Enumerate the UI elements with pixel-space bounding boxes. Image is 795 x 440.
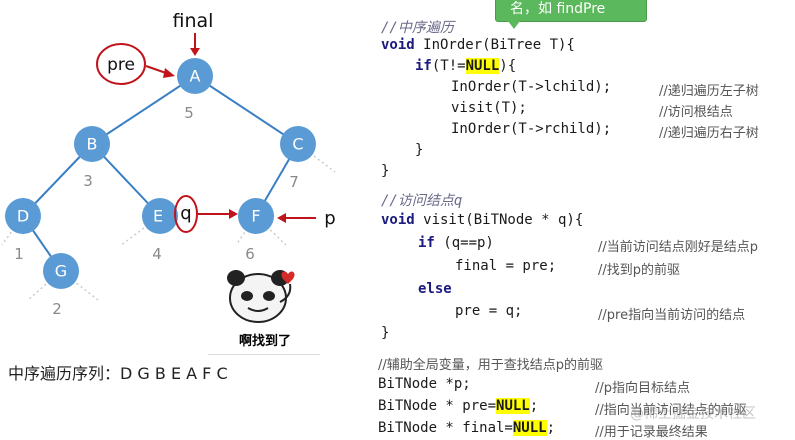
- meme-caption: 啊找到了: [238, 334, 291, 349]
- code-line-pre-assign: pre = q;: [455, 303, 523, 319]
- code-comment: //递归遍历左子树: [659, 84, 759, 99]
- final-arrow: [190, 33, 200, 56]
- code-keyword: void: [381, 212, 415, 228]
- code-text: (T!=: [431, 58, 466, 74]
- pre-annotation: pre: [96, 43, 175, 85]
- inorder-number: 3: [83, 172, 93, 190]
- code-comment: //递归遍历右子树: [659, 126, 759, 141]
- code-keyword-else: else: [418, 281, 452, 297]
- code-line-visit-call: visit(T);: [451, 100, 527, 116]
- code-brace: }: [381, 325, 390, 341]
- inorder-number: 6: [245, 245, 255, 263]
- binary-tree-diagram: A 5 B 3 C 7 D 1 E 4 F 6 G 2 final pre: [1, 10, 336, 318]
- edge-A-C: [194, 75, 299, 145]
- code-brace: }: [415, 142, 424, 158]
- inorder-number: 5: [184, 104, 194, 122]
- pre-label: pre: [107, 55, 135, 75]
- code-keyword: void: [381, 37, 415, 53]
- node-label: F: [251, 207, 260, 226]
- code-text: ;: [546, 420, 556, 436]
- tree-node-G: G 2: [43, 253, 79, 318]
- code-comment: //用于记录最终结果: [595, 425, 708, 440]
- callout-tooltip: 名，如 findPre: [495, 0, 647, 22]
- node-label: E: [153, 207, 163, 226]
- code-line-inorder-signature: void InOrder(BiTree T){: [381, 37, 575, 53]
- code-comment: //访问根结点: [659, 105, 733, 120]
- inorder-number: 1: [14, 245, 24, 263]
- inorder-number: 7: [289, 173, 299, 191]
- inorder-number: 4: [152, 245, 162, 263]
- edge-A-B: [91, 75, 196, 145]
- code-line-global-pre: BiTNode * pre=NULL;: [378, 398, 538, 414]
- watermark: @稀土掘金技术社区: [630, 406, 756, 422]
- tree-node-E: E 4: [142, 198, 178, 263]
- node-label: A: [190, 67, 201, 86]
- code-text: ;: [529, 398, 539, 414]
- inorder-sequence-text: 中序遍历序列：D G B E A F C: [8, 364, 228, 383]
- code-comment: //指向当前访问结点的前驱: [595, 403, 747, 418]
- code-line-global-p: BiTNode *p;: [378, 376, 471, 392]
- null-highlight: NULL: [496, 398, 530, 414]
- code-keyword: if: [415, 58, 432, 74]
- divider: [208, 354, 320, 355]
- code-brace: }: [381, 163, 390, 179]
- final-label: final: [173, 10, 214, 32]
- code-keyword: if: [418, 235, 435, 251]
- code-text: InOrder(BiTree T){: [414, 37, 575, 53]
- code-comment: //找到p的前驱: [598, 263, 681, 278]
- code-line-visit-signature: void visit(BiTNode * q){: [381, 212, 583, 228]
- code-text: ){: [499, 58, 517, 74]
- code-line-final-assign: final = pre;: [455, 258, 557, 274]
- callout-tail: [508, 21, 520, 29]
- code-line-right-call: InOrder(T->rchild);: [451, 121, 612, 137]
- code-text: BiTNode * final=: [378, 420, 513, 436]
- inorder-number: 2: [52, 300, 62, 318]
- code-comment: //中序遍历: [381, 20, 454, 36]
- node-label: B: [87, 135, 98, 154]
- p-annotation: p: [277, 208, 336, 229]
- code-line-left-call: InOrder(T->lchild);: [451, 79, 612, 95]
- code-text: BiTNode * pre=: [378, 398, 497, 414]
- tree-node-F: F 6: [238, 198, 274, 263]
- node-label: G: [55, 262, 67, 281]
- tree-node-B: B 3: [74, 126, 110, 190]
- null-highlight: NULL: [465, 58, 500, 74]
- code-line-global-final: BiTNode * final=NULL;: [378, 420, 555, 436]
- null-thread: [119, 215, 161, 247]
- q-label: q: [180, 203, 191, 224]
- null-highlight: NULL: [512, 420, 547, 436]
- code-comment: //辅助全局变量，用于查找结点p的前驱: [378, 358, 604, 373]
- code-comment: //p指向目标结点: [595, 381, 691, 396]
- code-line-if: if(T!=NULL){: [415, 58, 516, 74]
- node-label: C: [292, 135, 303, 154]
- code-comment: //当前访问结点刚好是结点p: [598, 240, 759, 255]
- null-thread: [27, 270, 62, 301]
- code-line-if-match: if (q==p): [418, 235, 494, 251]
- tree-node-A: A 5: [177, 58, 213, 122]
- tree-node-C: C 7: [280, 126, 316, 191]
- panda-meme-image: [227, 270, 295, 323]
- node-label: D: [17, 207, 29, 226]
- q-annotation: q: [174, 195, 238, 233]
- p-label: p: [324, 208, 335, 229]
- tree-node-D: D 1: [5, 198, 41, 263]
- code-text: visit(BiTNode * q){: [414, 212, 584, 228]
- code-text: (q==p): [434, 235, 494, 251]
- code-comment: //访问结点q: [381, 193, 463, 209]
- code-comment: //pre指向当前访问的结点: [598, 308, 746, 323]
